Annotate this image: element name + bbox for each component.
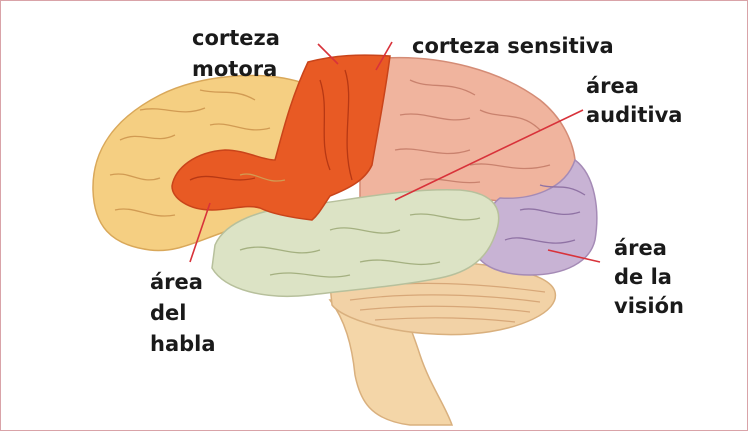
label-speech-area: área del habla bbox=[150, 270, 216, 357]
label-motor-cortex: corteza motora bbox=[192, 26, 280, 82]
label-sensory-cortex: corteza sensitiva bbox=[412, 34, 614, 59]
label-vision-area: área de la visión bbox=[614, 236, 684, 319]
label-auditory-area: área auditiva bbox=[586, 74, 682, 128]
